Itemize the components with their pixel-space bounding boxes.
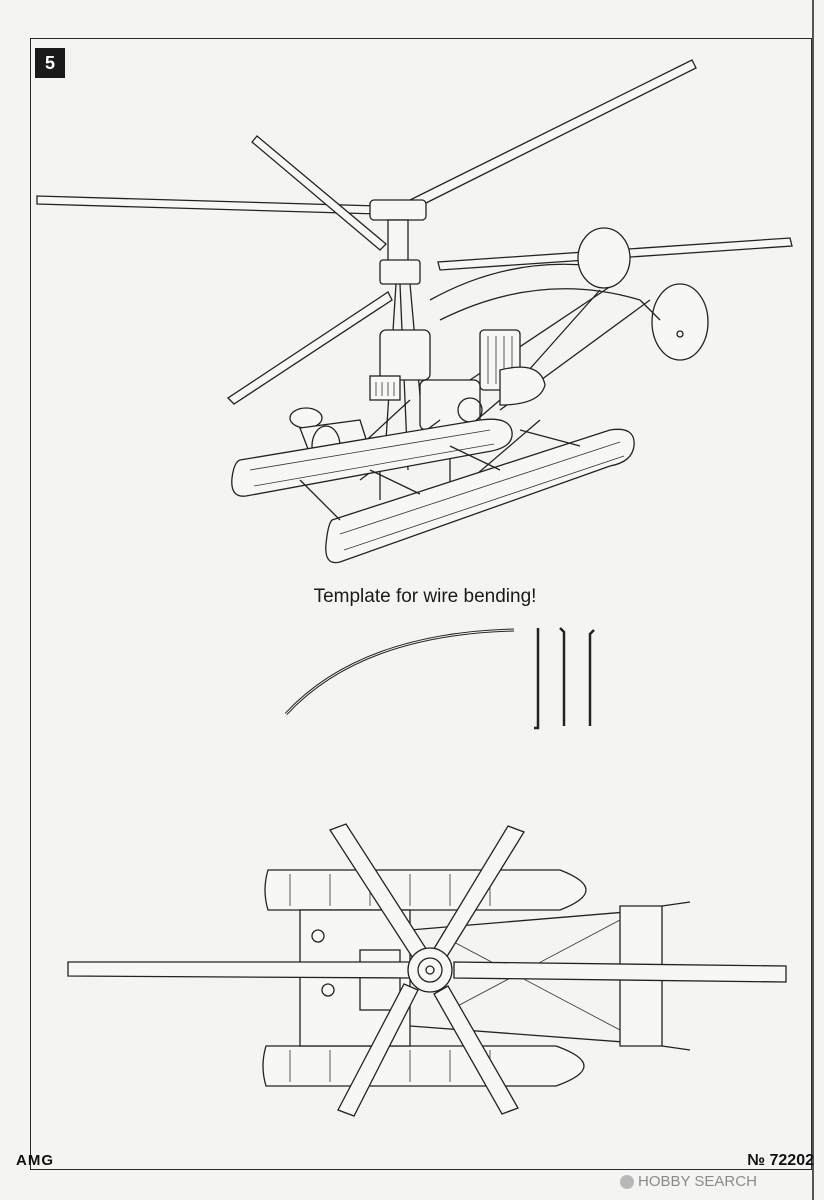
watermark: HOBBY SEARCH [620,1173,816,1190]
brand-logo: AMG [16,1152,54,1169]
watermark-logo-icon [620,1174,634,1189]
page-edge-line [812,0,814,1200]
kit-number: № 72202 [747,1152,814,1169]
floats-perspective [231,418,635,564]
page-border [30,38,812,1170]
rotor-hub-top-view [407,947,453,993]
floats-top-view [262,869,587,1087]
watermark-text: HOBBY SEARCH [638,1173,757,1190]
rotor-blades-top-view [67,823,787,1117]
straight-wire-templates [534,627,595,730]
step-number-badge: 5 [35,48,65,78]
wire-bending-caption: Template for wire bending! [313,586,537,607]
curved-wire-template [284,628,515,716]
